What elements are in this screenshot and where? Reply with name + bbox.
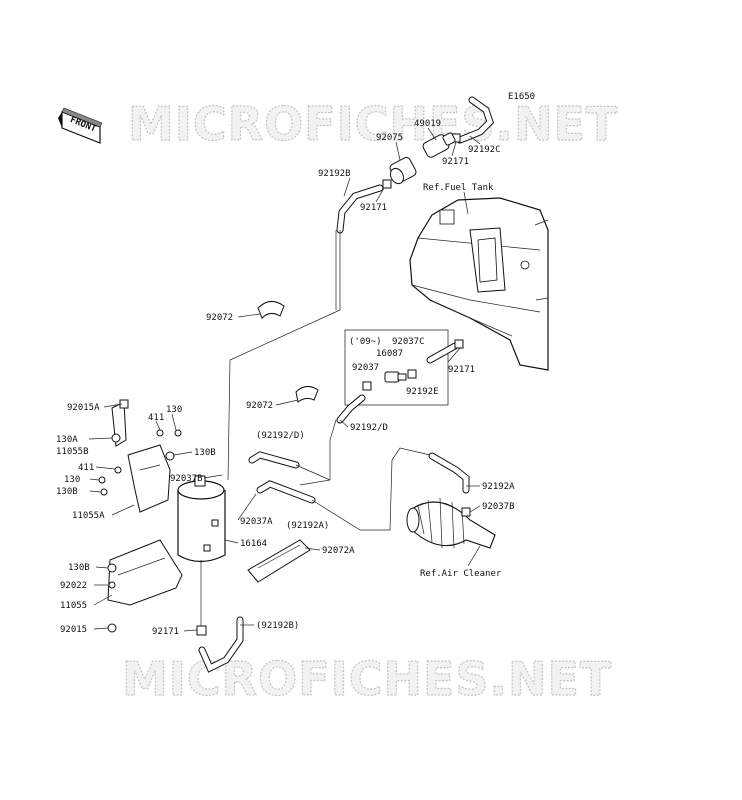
ref-fuel-tank-label: Ref.Fuel Tank <box>423 183 494 193</box>
front-arrow-icon: FRONT <box>58 107 103 144</box>
fuel-filter <box>422 132 456 158</box>
label-130b-b: 130B <box>56 487 78 497</box>
diagram-code: E1650 <box>508 92 535 102</box>
label-92192b: 92192B <box>318 169 351 179</box>
label-92015a: 92015A <box>67 403 100 413</box>
label-130b-c: 130B <box>68 563 90 573</box>
label-92075: 92075 <box>376 133 403 143</box>
leader-lines <box>88 127 481 632</box>
inset-label: ('09~) <box>349 337 382 347</box>
inset-box <box>344 329 449 406</box>
label-11055a: 11055A <box>72 511 105 521</box>
watermark-bottom: MICROFICHES.NET <box>122 652 612 706</box>
label-92037b-b: 92037B <box>482 502 515 512</box>
label-16087: 16087 <box>376 349 403 359</box>
label-92037: 92037 <box>352 363 379 373</box>
label-92037c: 92037C <box>392 337 425 347</box>
label-92171-a: 92171 <box>442 157 469 167</box>
label-92192a-paren: (92192A) <box>286 521 329 531</box>
label-130a: 130A <box>56 435 78 445</box>
label-92171-b: 92171 <box>360 203 387 213</box>
label-92192e: 92192E <box>406 387 439 397</box>
label-92015: 92015 <box>60 625 87 635</box>
label-49019: 49019 <box>414 119 441 129</box>
label-130-a: 130 <box>166 405 182 415</box>
label-92037a: 92037A <box>240 517 273 527</box>
label-130-b: 130 <box>64 475 80 485</box>
valve-16087 <box>384 371 407 383</box>
label-92022: 92022 <box>60 581 87 591</box>
label-130b-a: 130B <box>194 448 216 458</box>
watermark-top: MICROFICHES.NET <box>128 97 618 151</box>
canister-16164 <box>177 475 226 563</box>
bracket-11055 <box>107 539 183 606</box>
bracket-11055b <box>127 444 171 513</box>
label-92192d-paren: (92192/D) <box>256 431 305 441</box>
clip-92072-b <box>295 386 319 403</box>
label-92037b-a: 92037B <box>170 474 203 484</box>
clip-92072-a <box>257 301 285 319</box>
label-92192b-paren: (92192B) <box>256 621 299 631</box>
ref-air-cleaner-label: Ref.Air Cleaner <box>420 569 502 579</box>
label-92072-b: 92072 <box>246 401 273 411</box>
valve-92075 <box>389 156 417 185</box>
label-411-b: 411 <box>78 463 94 473</box>
label-92192c: 92192C <box>468 145 501 155</box>
label-92171-d: 92171 <box>152 627 179 637</box>
air-cleaner-boot <box>406 497 496 549</box>
label-92072-a: 92072 <box>206 313 233 323</box>
label-92192a: 92192A <box>482 482 515 492</box>
label-11055: 11055 <box>60 601 87 611</box>
strap-92072a <box>247 539 311 583</box>
label-92171-c: 92171 <box>448 365 475 375</box>
label-411-a: 411 <box>148 413 164 423</box>
label-16164: 16164 <box>240 539 267 549</box>
fuel-tank <box>409 197 549 371</box>
label-92192d: 92192/D <box>350 423 388 433</box>
label-92072a: 92072A <box>322 546 355 556</box>
label-11055b: 11055B <box>56 447 89 457</box>
